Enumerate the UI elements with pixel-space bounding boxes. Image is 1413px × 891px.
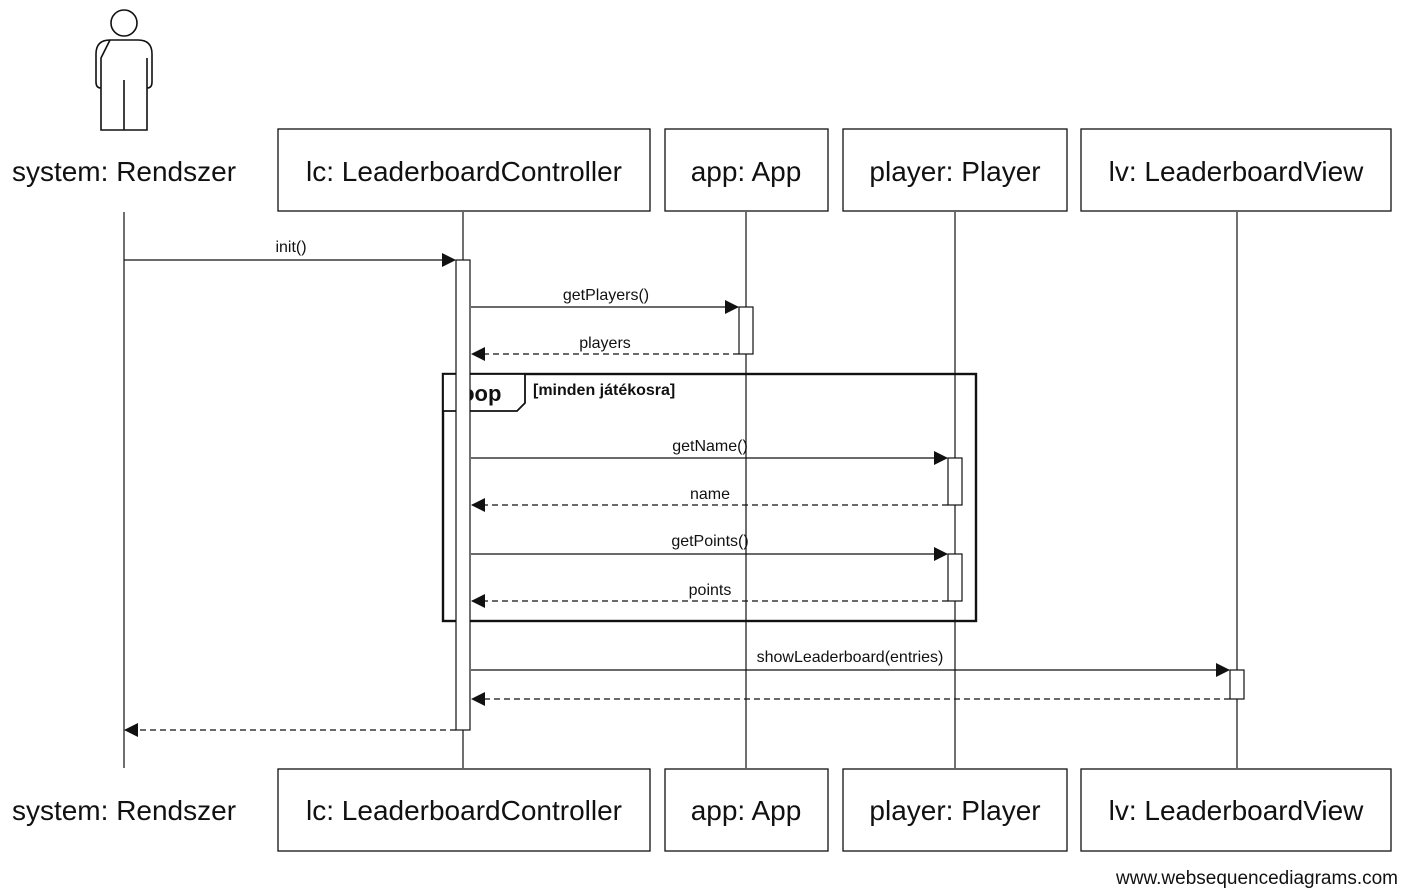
message-label-getname: getName()	[672, 438, 748, 455]
participant-box-lc-bottom	[277, 768, 651, 852]
participant-box-player	[842, 128, 1068, 212]
participant-label-app: app: App	[691, 156, 802, 187]
message-label-init: init()	[275, 239, 306, 256]
participant-label-lv: lv: LeaderboardView	[1109, 156, 1365, 187]
activation-lc	[455, 259, 471, 731]
participant-box-lc	[277, 128, 651, 212]
participant-label-player-bottom: player: Player	[869, 795, 1040, 826]
participant-box-app	[664, 128, 829, 212]
participant-label-lc-bottom: lc: LeaderboardController	[306, 795, 622, 826]
loop-frame-border	[441, 372, 978, 623]
activation-player-points	[947, 553, 963, 602]
lifelines	[123, 212, 1238, 768]
participant-box-player-bottom	[842, 768, 1068, 852]
actor-icon	[95, 9, 153, 131]
participant-label-lv-bottom: lv: LeaderboardView	[1109, 795, 1365, 826]
participant-label-system-bottom: system: Rendszer	[12, 795, 236, 826]
participant-label-player: player: Player	[869, 156, 1040, 187]
watermark: www.websequencediagrams.com	[1115, 868, 1398, 889]
participants-top: system: Rendszer lc: LeaderboardControll…	[12, 128, 1392, 212]
message-label-players: players	[579, 335, 631, 352]
message-label-getplayers: getPlayers()	[563, 287, 649, 304]
activation-player-name	[947, 457, 963, 506]
loop-frame-condition: [minden játékosra]	[533, 382, 675, 399]
participant-box-lv	[1080, 128, 1392, 212]
participant-label-app-bottom: app: App	[691, 795, 802, 826]
message-label-name: name	[690, 486, 730, 503]
message-labels: init() getPlayers() players getName() na…	[275, 239, 943, 666]
activation-app	[738, 306, 754, 355]
participant-box-app-bottom	[664, 768, 829, 852]
participant-label-lc: lc: LeaderboardController	[306, 156, 622, 187]
activation-lv	[1229, 669, 1245, 700]
message-label-showleaderboard: showLeaderboard(entries)	[757, 649, 944, 666]
participants-bottom: system: Rendszer lc: LeaderboardControll…	[12, 768, 1392, 852]
message-label-points: points	[689, 582, 732, 599]
participant-box-lv-bottom	[1080, 768, 1392, 852]
message-label-getpoints: getPoints()	[671, 533, 748, 550]
participant-label-system: system: Rendszer	[12, 156, 236, 187]
activations	[455, 259, 1245, 731]
messages	[124, 253, 1230, 737]
